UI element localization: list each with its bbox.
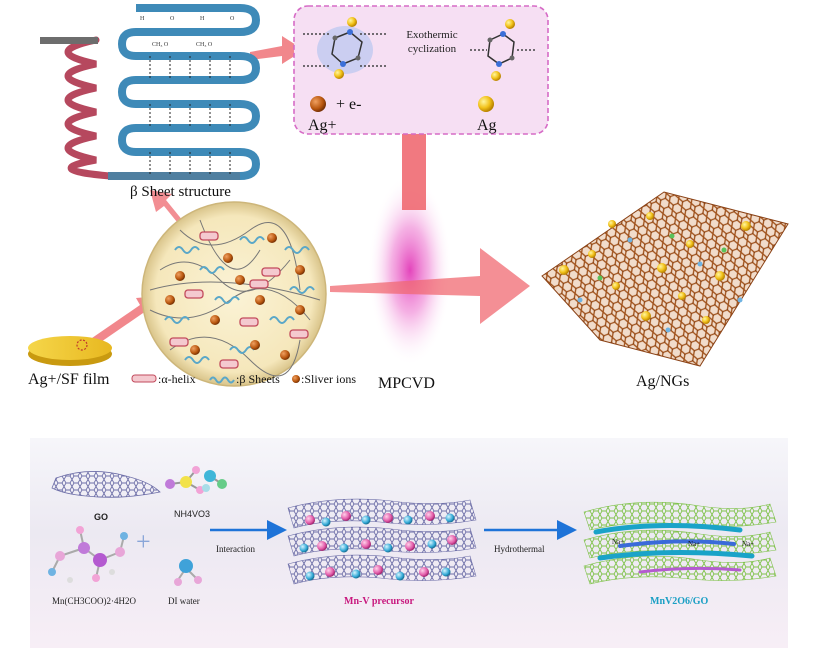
svg-text:CH₃ O: CH₃ O [152,42,169,48]
go-label: GO [94,512,108,522]
product-label: MnV2O6/GO [650,596,709,607]
ag-ion-label: Ag+ [308,117,337,134]
arrow-mpcvd-right [330,248,530,324]
plasma-glow [368,174,452,366]
nh4vo3-label: NH4VO3 [174,509,210,519]
svg-text:H: H [140,16,145,22]
beta-sheet-structure-label: β Sheet structure [130,184,231,200]
exothermic-label: Exothermic [406,29,457,41]
interaction-label: Interaction [216,544,255,554]
mnv2o6-go-stack [583,501,777,585]
mn-acetate-label: Mn(CH3COO)2·4H2O [52,596,136,606]
electron-label: + e- [336,96,361,113]
water-molecule [174,559,202,586]
film-label: Ag+/SF film [28,371,110,388]
svg-text:CH₃ O: CH₃ O [196,42,213,48]
alpha-helix-ribbon [64,36,114,180]
legend-helix-icon [131,374,157,383]
cyclization-label: cyclization [408,43,457,55]
svg-text:O: O [230,16,235,22]
ag-ion-ball [310,96,326,112]
ag-atom-ball [478,96,494,112]
mpcvd-label: MPCVD [378,375,435,392]
hydrothermal-label: Hydrothermal [494,544,545,554]
legend-sheet-icon [209,376,235,384]
ag-ngs-label: Ag/NGs [636,373,689,390]
legend-ion-icon [292,375,300,383]
na-label-1: Na+ [612,538,624,546]
nh4vo3-molecule [165,466,227,494]
legend-helix-label: :α-helix [158,372,196,386]
mnv-precursor-stack [287,498,477,585]
go-sheet [51,471,161,498]
arrow-beta-to-reaction [250,36,304,64]
ag-atom-label: Ag [477,117,497,134]
plus-sign: + [136,527,151,556]
svg-text:O: O [170,16,175,22]
svg-text:H: H [200,16,205,22]
beta-sheet-ribbon [108,4,260,180]
na-label-2: Na+ [688,540,700,548]
precursor-label: Mn-V precursor [344,596,414,607]
legend-sheet-label: :β Sheets [236,372,280,386]
di-water-label: DI water [168,596,200,606]
film-top [28,336,112,360]
legend-ion-label: :Sliver ions [301,372,356,386]
na-label-3: Na+ [742,540,754,548]
